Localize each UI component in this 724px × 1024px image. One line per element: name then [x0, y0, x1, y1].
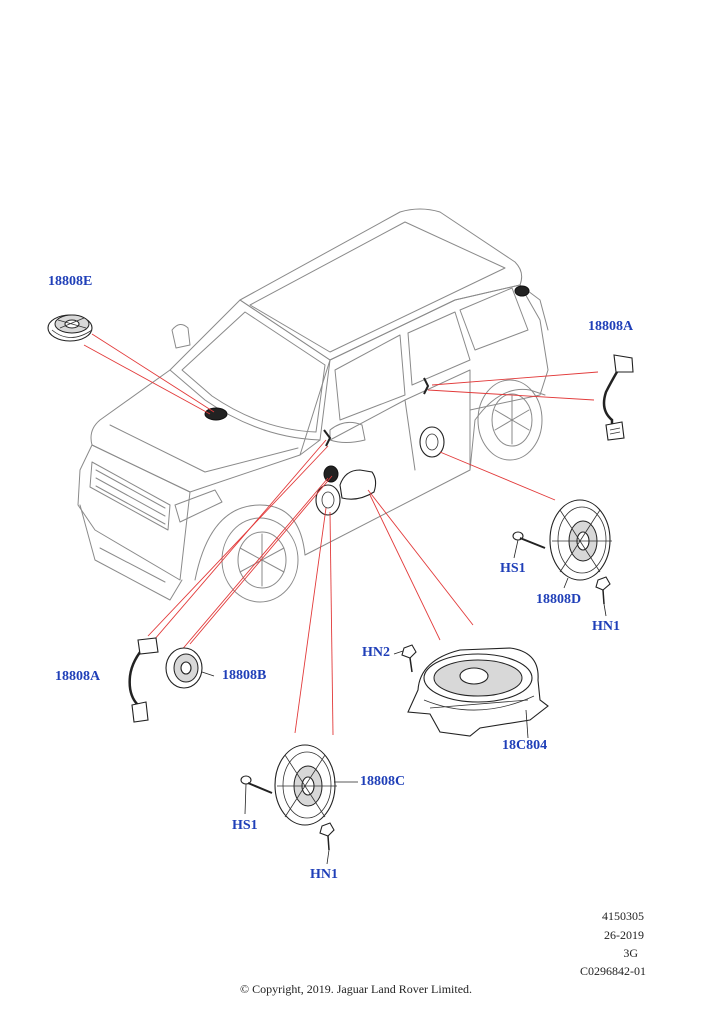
vehicle-mounted-parts	[204, 285, 530, 516]
callout-18C804: 18C804	[502, 738, 548, 753]
callout-18808B: 18808B	[222, 668, 267, 683]
callout-HN2: HN2	[362, 645, 390, 660]
meta-line-1: 4150305	[602, 909, 644, 923]
harness-on-car-rear	[423, 377, 430, 395]
part-18808B-speaker	[165, 647, 203, 689]
part-18808D-speaker	[549, 499, 612, 581]
callout-18808A-right: 18808A	[588, 319, 634, 334]
meta-line-4: C0296842-01	[580, 964, 646, 978]
callout-HS1-right: HS1	[500, 561, 526, 576]
part-18808C-speaker	[274, 744, 337, 826]
callout-18808A-left: 18808A	[55, 669, 101, 684]
part-HN2-nut	[401, 644, 417, 673]
rear-speaker-on-car	[514, 285, 530, 297]
part-HN1-nut-left	[319, 822, 335, 851]
meta-line-3: 3G	[623, 946, 638, 960]
copyright-notice: © Copyright, 2019. Jaguar Land Rover Lim…	[239, 982, 473, 996]
label-ticks	[201, 539, 607, 865]
harness-on-car-front	[323, 429, 332, 447]
callout-HS1-left: HS1	[232, 818, 258, 833]
part-18808A-harness-right	[602, 354, 634, 441]
vehicle-outline	[77, 208, 549, 603]
callout-HN1-right: HN1	[592, 619, 620, 634]
part-18808A-harness-left	[128, 637, 159, 723]
subwoofer-on-car	[339, 469, 377, 500]
part-HN1-nut-right	[595, 576, 611, 605]
rear-door-speaker-on-car	[419, 426, 445, 458]
part-18C804-subwoofer	[407, 647, 549, 737]
front-door-speaker-on-car	[315, 484, 341, 516]
callout-18808E: 18808E	[48, 274, 93, 289]
callout-18808C: 18808C	[360, 774, 406, 789]
callout-18808D: 18808D	[536, 592, 582, 607]
callout-HN1-left: HN1	[310, 867, 338, 882]
meta-line-2: 26-2019	[604, 928, 644, 942]
leader-lines	[83, 333, 599, 736]
dash-speaker-on-car	[204, 407, 228, 421]
part-18808E-speaker	[47, 314, 93, 342]
